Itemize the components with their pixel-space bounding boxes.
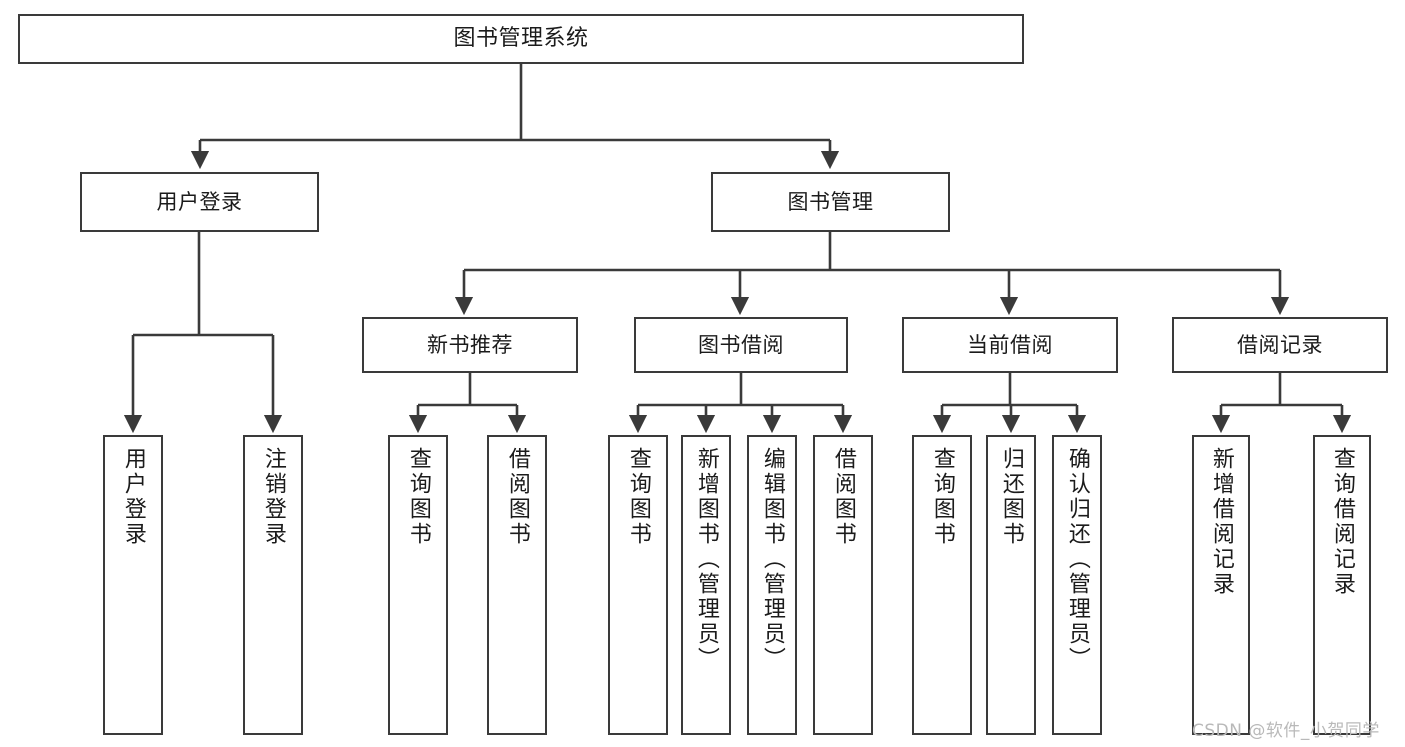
node-user-login[interactable]: 用户登录 [80, 172, 319, 232]
node-leaf-query-book-1[interactable]: 查询图书 [388, 435, 448, 735]
node-leaf-query-book-3[interactable]: 查询图书 [912, 435, 972, 735]
node-leaf-query-book-2-label: 查询图书 [625, 447, 651, 547]
node-root-label: 图书管理系统 [453, 26, 589, 52]
node-leaf-borrow-book-2[interactable]: 借阅图书 [813, 435, 873, 735]
csdn-watermark: CSDN @软件_小贺同学 [1192, 721, 1380, 741]
node-leaf-logout-label: 注销登录 [260, 447, 286, 547]
node-leaf-borrow-book-1[interactable]: 借阅图书 [487, 435, 547, 735]
node-leaf-logout[interactable]: 注销登录 [243, 435, 303, 735]
node-leaf-user-login[interactable]: 用户登录 [103, 435, 163, 735]
node-leaf-add-book[interactable]: 新增图书（管理员） [681, 435, 731, 735]
node-leaf-edit-book-label: 编辑图书（管理员） [759, 447, 785, 672]
node-leaf-query-book-2[interactable]: 查询图书 [608, 435, 668, 735]
node-book-manage-label: 图书管理 [787, 189, 874, 214]
node-leaf-query-book-3-label: 查询图书 [929, 447, 955, 547]
node-leaf-confirm-return[interactable]: 确认归还（管理员） [1052, 435, 1102, 735]
node-leaf-query-book-1-label: 查询图书 [405, 447, 431, 547]
node-leaf-return-book-label: 归还图书 [998, 447, 1024, 547]
node-leaf-add-record[interactable]: 新增借阅记录 [1192, 435, 1250, 735]
node-leaf-borrow-book-2-label: 借阅图书 [830, 447, 856, 547]
node-current-borrow-label: 当前借阅 [967, 332, 1053, 357]
node-leaf-query-record[interactable]: 查询借阅记录 [1313, 435, 1371, 735]
node-leaf-edit-book[interactable]: 编辑图书（管理员） [747, 435, 797, 735]
node-borrow-record-label: 借阅记录 [1237, 332, 1323, 357]
node-leaf-confirm-return-label: 确认归还（管理员） [1064, 447, 1090, 672]
node-user-login-label: 用户登录 [156, 189, 243, 214]
node-book-borrow-label: 图书借阅 [698, 332, 784, 357]
node-new-book-recommend[interactable]: 新书推荐 [362, 317, 578, 373]
node-current-borrow[interactable]: 当前借阅 [902, 317, 1118, 373]
node-book-borrow[interactable]: 图书借阅 [634, 317, 848, 373]
node-leaf-borrow-book-1-label: 借阅图书 [504, 447, 530, 547]
node-book-manage[interactable]: 图书管理 [711, 172, 950, 232]
node-leaf-add-book-label: 新增图书（管理员） [693, 447, 719, 672]
node-leaf-return-book[interactable]: 归还图书 [986, 435, 1036, 735]
node-borrow-record[interactable]: 借阅记录 [1172, 317, 1388, 373]
node-leaf-user-login-label: 用户登录 [120, 447, 146, 547]
node-new-book-recommend-label: 新书推荐 [427, 332, 513, 357]
node-leaf-query-record-label: 查询借阅记录 [1329, 447, 1355, 597]
node-leaf-add-record-label: 新增借阅记录 [1208, 447, 1234, 597]
node-root[interactable]: 图书管理系统 [18, 14, 1024, 64]
